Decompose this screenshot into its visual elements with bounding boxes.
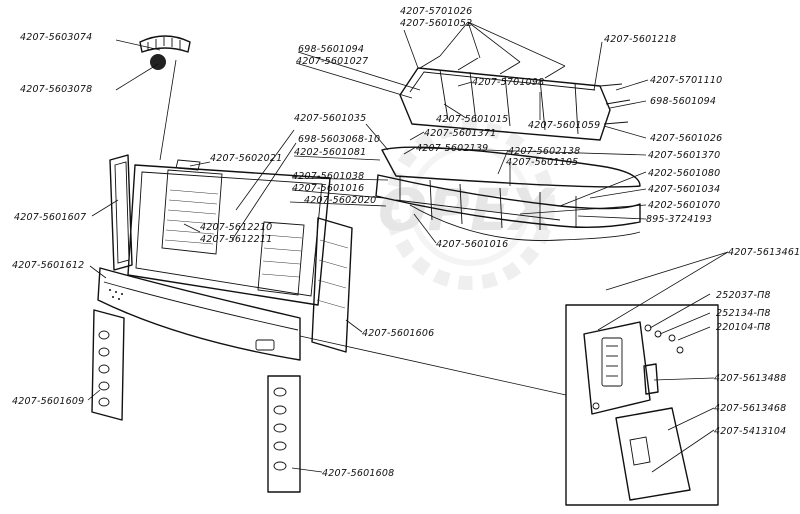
label-4207-5413104: 4207-5413104 (714, 426, 786, 437)
emblem-insert-detail (139, 35, 191, 161)
label-4207-5701110: 4207-5701110 (650, 75, 722, 86)
label-4207-5602020: 4207-5602020 (304, 195, 376, 206)
label-4207-5601027: 4207-5601027 (296, 56, 368, 67)
label-698-5601094-a: 698-5601094 (298, 44, 364, 55)
label-4207-5613468: 4207-5613468 (714, 403, 786, 414)
label-4207-5601105: 4207-5601105 (506, 157, 578, 168)
label-4207-5601016-b: 4207-5601016 (436, 239, 508, 250)
label-4207-5601038: 4207-5601038 (292, 171, 364, 182)
label-4207-5602138: 4207-5602138 (508, 146, 580, 157)
label-4207-5601371: 4207-5601371 (424, 128, 496, 139)
label-895-3724193: 895-3724193 (646, 214, 712, 225)
label-4207-5601218: 4207-5601218 (604, 34, 676, 45)
label-4202-5601080: 4202-5601080 (648, 168, 720, 179)
label-252037-p8: 252037-П8 (716, 290, 771, 301)
label-4207-5601606: 4207-5601606 (362, 328, 434, 339)
leader-lines (87, 21, 729, 473)
label-698-5601094-b: 698-5601094 (650, 96, 716, 107)
label-220104-p8: 220104-П8 (716, 322, 771, 333)
label-4207-5601609: 4207-5601609 (12, 396, 84, 407)
roof-rack-and-guard (375, 55, 641, 241)
label-4202-5601081: 4202-5601081 (294, 147, 366, 158)
label-4207-5601607: 4207-5601607 (14, 212, 86, 223)
label-4207-5601026: 4207-5601026 (650, 133, 722, 144)
label-4207-5603078: 4207-5603078 (20, 84, 92, 95)
label-4207-5601035: 4207-5601035 (294, 113, 366, 124)
label-4207-5613488: 4207-5613488 (714, 373, 786, 384)
label-4207-5601034: 4207-5601034 (648, 184, 720, 195)
label-4207-5602021: 4207-5602021 (210, 153, 282, 164)
label-4207-5601608: 4207-5601608 (322, 468, 394, 479)
label-4207-5613461: 4207-5613461 (728, 247, 800, 258)
label-4207-5701098: 4207-5701098 (472, 77, 544, 88)
label-4207-5701026-top: 4207-5701026 (400, 6, 472, 17)
label-4207-5601016-a: 4207-5601016 (292, 183, 364, 194)
label-252134-p8: 252134-П8 (716, 308, 771, 319)
label-4207-5601015: 4207-5601015 (436, 114, 508, 125)
label-4207-5601059: 4207-5601059 (528, 120, 600, 131)
label-4207-5601370: 4207-5601370 (648, 150, 720, 161)
label-4207-5612211: 4207-5612211 (200, 234, 272, 245)
label-4207-5612210: 4207-5612210 (200, 222, 272, 233)
watermark-text: ОРЕХ (378, 176, 557, 244)
part-labels: 4207-5603074 4207-5603078 4207-5601607 4… (12, 6, 800, 479)
front-facing-assembly (91, 154, 353, 493)
label-4207-5601612: 4207-5601612 (12, 260, 84, 271)
label-698-5603068-10: 698-5603068-10 (298, 134, 380, 145)
license-plate-inset (565, 304, 719, 506)
label-4207-5601052: 4207-5601052 (400, 18, 472, 29)
label-4207-5602139: 4207-5602139 (416, 143, 488, 154)
label-4207-5603074: 4207-5603074 (20, 32, 92, 43)
label-4202-5601070: 4202-5601070 (648, 200, 720, 211)
